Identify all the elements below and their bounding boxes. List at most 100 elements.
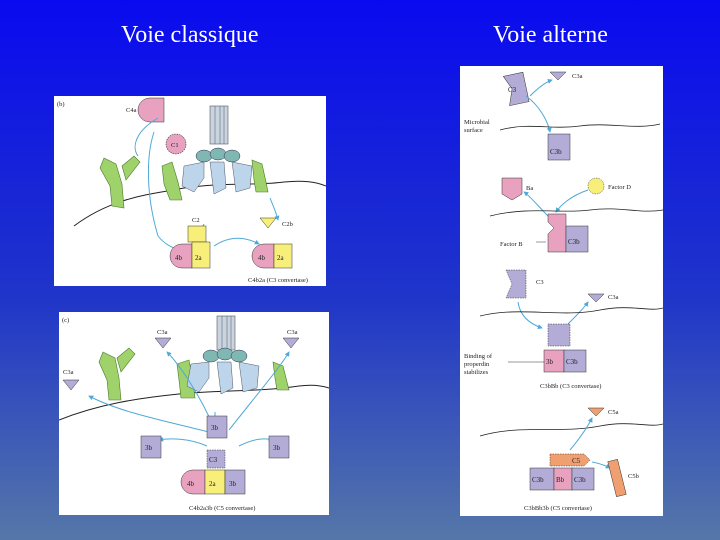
membrane-line [499, 123, 661, 131]
membrane-line [59, 384, 329, 421]
c3b-block [571, 467, 595, 491]
factor-d-circle [587, 177, 605, 195]
arrow [555, 189, 589, 213]
c1-label: C1 [171, 142, 179, 149]
c3a-label: C3a [572, 73, 583, 80]
arrow [525, 95, 552, 133]
membrane-line [479, 307, 663, 317]
c3b-label: C3b [566, 358, 578, 366]
c2b-fragment [259, 217, 277, 229]
antigen-shape [161, 161, 183, 201]
c3b-label: 3b [145, 444, 153, 452]
c3b-block [140, 435, 162, 459]
c3b-label: C3b [574, 476, 586, 484]
arrow [158, 436, 208, 447]
arrow [569, 417, 593, 451]
factor-d-label: Factor D [608, 184, 631, 191]
binding-label-2: properdin [464, 361, 490, 368]
c5a-label: C5a [608, 409, 619, 416]
c3a-fragment [587, 293, 605, 303]
c4b-label: 4b [258, 254, 266, 262]
arrow [228, 351, 290, 431]
factor-b-block [547, 213, 567, 253]
panel-tag: (b) [57, 101, 65, 108]
c3b-label: C3b [532, 476, 544, 484]
c3a-fragment [62, 379, 80, 391]
c3b-block [563, 349, 587, 373]
antigen-shape [98, 347, 136, 401]
c2a-block [273, 243, 293, 269]
arrow [238, 436, 274, 447]
c3b-label: 3b [546, 358, 554, 366]
arrow [88, 395, 210, 433]
c2b-label: C2b [282, 221, 293, 228]
c3b-block [206, 415, 228, 439]
c3b-block [224, 469, 246, 495]
c1-complex [181, 105, 253, 195]
c3a-fragment [154, 337, 172, 349]
c3b-label: 3b [229, 480, 237, 488]
c3-block [547, 323, 571, 347]
c3a-label: C3a [63, 369, 74, 376]
classical-pathway-title: Voie classique [121, 22, 259, 48]
c3b-block [268, 435, 290, 459]
antigen-shape [99, 155, 141, 209]
classical-c3-convertase-panel: (b) C4a C1 C2 C2b 4b 2a [54, 96, 326, 286]
arrow [529, 78, 553, 97]
c2-fragment [187, 225, 207, 243]
c3b-block [547, 133, 571, 161]
c5-label: C5 [572, 457, 581, 465]
panel-tag: (c) [62, 317, 69, 324]
binding-label-3: stabilizes [464, 369, 489, 376]
c3b-label: 3b [273, 444, 281, 452]
c3a-label: C3a [157, 329, 168, 336]
c4b-block [180, 469, 206, 495]
binding-label-1: Binding of [464, 353, 493, 360]
c2a-label: 2a [277, 254, 285, 262]
antigen-shape [272, 361, 290, 391]
c5b-fragment [607, 459, 627, 497]
c3-label: C3 [536, 279, 544, 286]
c3-fragment [505, 269, 527, 299]
c4a-fragment [137, 97, 165, 123]
alternative-pathway-title: Voie alterne [493, 22, 608, 48]
ba-label: Ba [526, 185, 533, 192]
bb-label: Bb [556, 476, 565, 484]
c5a-fragment [587, 407, 605, 417]
c3a-label: C3a [287, 329, 298, 336]
c3a-fragment [282, 337, 300, 349]
c5-block [549, 453, 591, 467]
classical-c5-convertase-panel: (c) C3a C3a C3a 3b 3b 3b C3 [59, 312, 329, 515]
c3-label: C3 [508, 86, 517, 94]
c3-label: C3 [209, 456, 218, 464]
antigen-shape [251, 159, 269, 193]
c4b-label: 4b [187, 480, 195, 488]
c2a-block [191, 241, 211, 269]
arrow [523, 191, 549, 217]
c3b-label: C3b [550, 148, 562, 156]
c2a-label: 2a [195, 254, 203, 262]
c2a-label: 2a [209, 480, 217, 488]
c5b-label: C5b [628, 473, 639, 480]
c1-complex [186, 315, 260, 395]
microbial-label: Microbial [464, 119, 490, 126]
surface-label: surface [464, 127, 483, 134]
c5-convertase-caption: C3bBb3b (C5 convertase) [524, 505, 592, 512]
alternative-pathway-panel: C3 C3a Microbial surface C3b Ba Factor D… [460, 66, 663, 516]
arrow [134, 117, 159, 157]
arrow [269, 197, 280, 221]
factor-b-label: Factor B [500, 241, 523, 248]
c3-convertase-caption: C4b2a (C3 convertase) [248, 277, 308, 284]
c3-block [206, 449, 226, 469]
c3b-block [565, 225, 589, 253]
c4b-label: 4b [175, 254, 183, 262]
membrane-line [479, 423, 663, 437]
membrane-line [489, 208, 663, 217]
c3b-label: 3b [211, 424, 219, 432]
c3b-label: C3b [568, 238, 580, 246]
c3a-label: C3a [608, 294, 619, 301]
c2-label: C2 [192, 217, 200, 224]
c4b-block [251, 243, 275, 269]
c1-circle [165, 133, 187, 155]
arrow [517, 301, 543, 330]
